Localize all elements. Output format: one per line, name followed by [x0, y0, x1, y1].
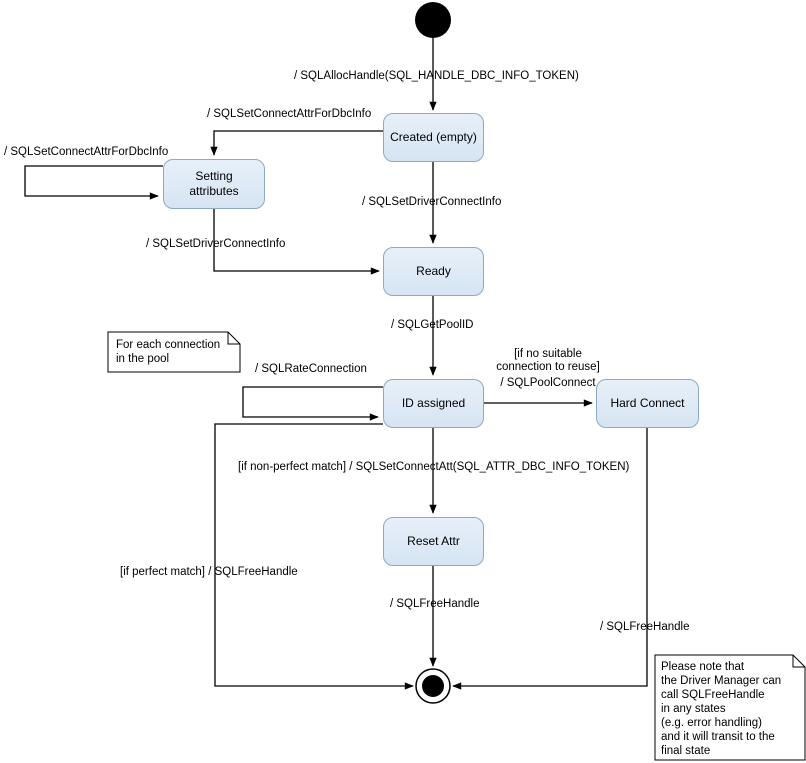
note-free-shape — [654, 654, 806, 761]
transition-arrow-rate-connection-selfloop — [242, 386, 383, 421]
transition-arrow-perfect-match — [214, 423, 414, 690]
label-free-handle-right: / SQLFreeHandle — [600, 621, 690, 633]
note-free-text: Please note that the Driver Manager can … — [661, 661, 782, 757]
state-setting-attributes: Setting attributes — [163, 159, 265, 209]
label-pool-connect-call: / SQLPoolConnect — [500, 377, 596, 389]
label-non-perfect-match: [if non-perfect match] / SQLSetConnectAt… — [238, 461, 630, 473]
note-pool-text: For each connection in the pool — [116, 339, 221, 365]
label-set-driver-connect-left: / SQLSetDriverConnectInfo — [146, 238, 286, 250]
note-pool-fold — [227, 332, 240, 345]
note-free-fold — [792, 655, 805, 668]
label-alloc-handle: / SQLAllocHandle(SQL_HANDLE_DBC_INFO_TOK… — [294, 70, 579, 82]
final-state-core — [422, 675, 444, 697]
label-pool-connect-condition: [if no suitable connection to reuse] — [496, 348, 600, 373]
state-created: Created (empty) — [383, 113, 484, 162]
transition-arrow-set-driver-connect-left — [213, 209, 380, 275]
state-hard-connect: Hard Connect — [596, 379, 699, 428]
state-id-assigned: ID assigned — [383, 379, 484, 428]
state-reset-attr: Reset Attr — [383, 517, 484, 566]
state-ready: Ready — [383, 247, 484, 296]
label-set-connect-attr-top: / SQLSetConnectAttrForDbcInfo — [207, 108, 372, 120]
label-free-handle-mid: / SQLFreeHandle — [390, 598, 480, 610]
transition-arrow-set-connect-attr — [210, 130, 383, 156]
transition-arrow-free-handle-right — [452, 428, 648, 690]
note-pool-shape — [107, 331, 241, 373]
label-set-connect-attr-loop: / SQLSetConnectAttrForDbcInfo — [4, 146, 169, 158]
transition-arrow-set-connect-attr-selfloop — [24, 165, 163, 200]
label-perfect-match: [if perfect match] / SQLFreeHandle — [120, 566, 298, 578]
label-set-driver-connect-mid: / SQLSetDriverConnectInfo — [362, 196, 502, 208]
label-rate-connection: / SQLRateConnection — [255, 363, 367, 375]
label-get-pool-id: / SQLGetPoolID — [391, 319, 474, 331]
initial-state — [415, 2, 451, 38]
